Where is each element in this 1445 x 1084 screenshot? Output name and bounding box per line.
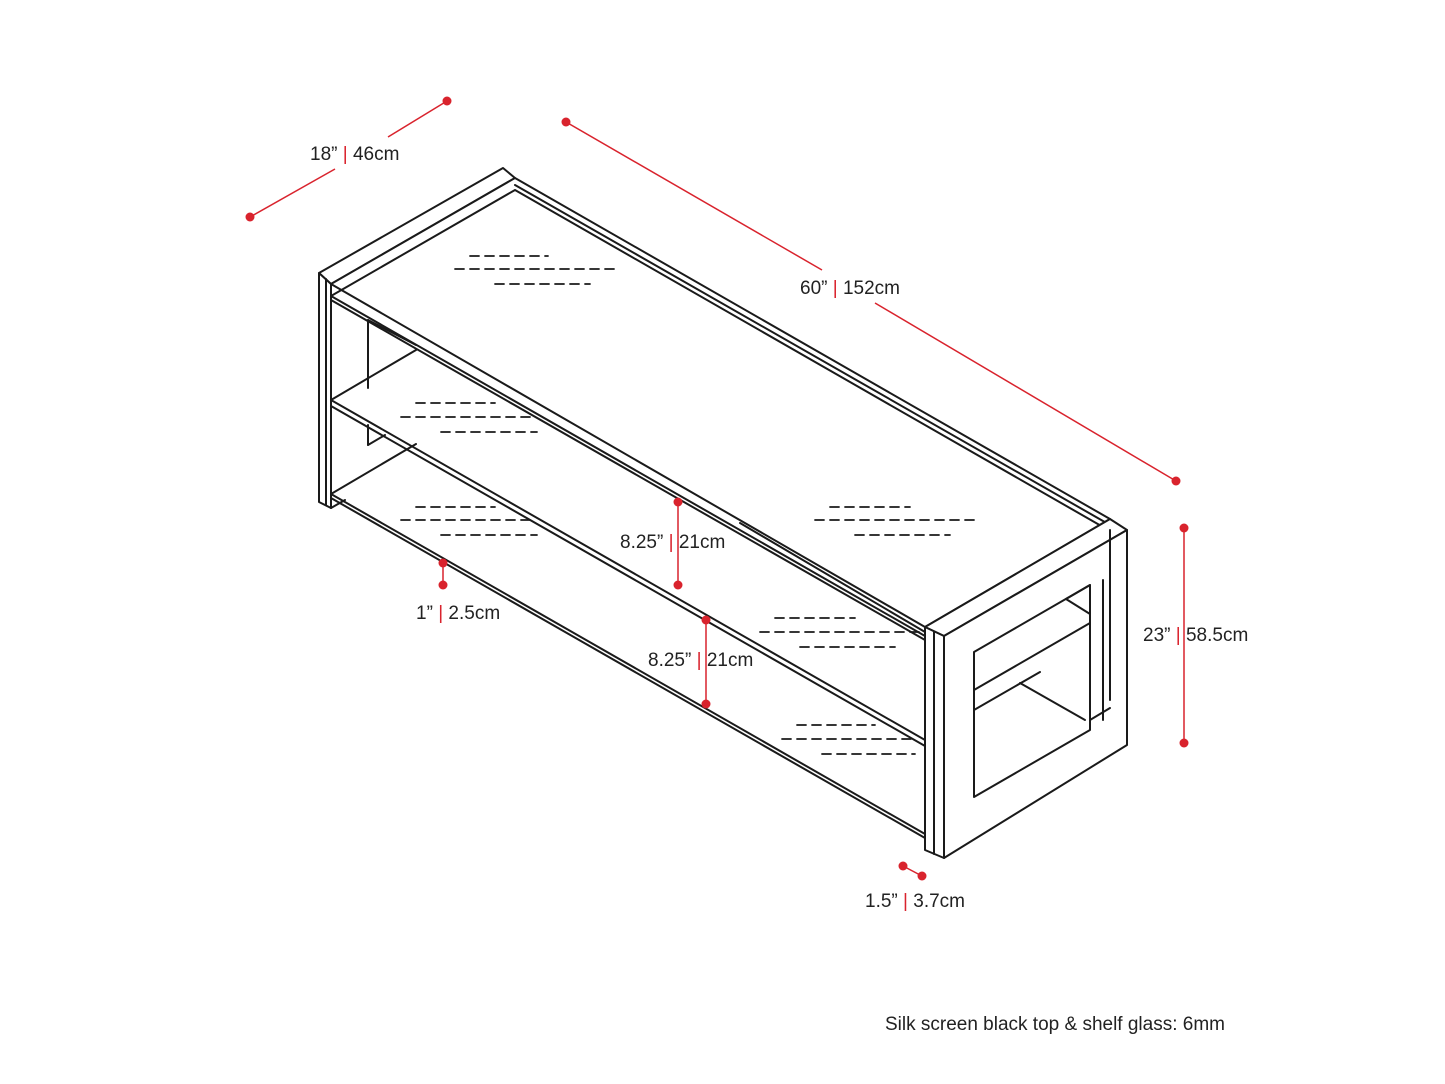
depth-label: 18” | 46cm: [310, 144, 399, 165]
top-glass: [330, 177, 1111, 641]
right-side-panel: [924, 518, 1128, 859]
height-separator: |: [1176, 625, 1181, 646]
height-label: 23” | 58.5cm: [1143, 625, 1248, 646]
width-label: 60” | 152cm: [800, 278, 900, 299]
clearance-label: 1” | 2.5cm: [416, 603, 500, 624]
clearance-separator: |: [438, 603, 443, 624]
clearance-imperial: 1”: [416, 603, 433, 624]
panel-imperial: 1.5”: [865, 891, 898, 912]
upper-shelf-gap-label: 8.25” | 21cm: [620, 532, 725, 553]
depth-separator: |: [343, 144, 348, 165]
panel-metric: 3.7cm: [913, 891, 965, 912]
height-imperial: 23”: [1143, 625, 1170, 646]
dimension-lines: [245, 96, 1189, 881]
left-side-panel: [318, 167, 516, 509]
width-metric: 152cm: [843, 278, 900, 299]
silk-screen-pattern: [400, 255, 976, 755]
depth-imperial: 18”: [310, 144, 337, 165]
bottom-shelf: [330, 443, 926, 839]
lower-gap-imperial: 8.25”: [648, 650, 691, 671]
height-metric: 58.5cm: [1186, 625, 1248, 646]
lower-shelf-gap-label: 8.25” | 21cm: [648, 650, 753, 671]
panel-thickness-label: 1.5” | 3.7cm: [865, 891, 965, 912]
upper-gap-metric: 21cm: [679, 532, 725, 553]
dimension-labels: 18” | 46cm 60” | 152cm 23” | 58.5cm 8.25…: [310, 144, 1248, 1035]
upper-gap-imperial: 8.25”: [620, 532, 663, 553]
middle-shelf: [330, 349, 926, 747]
lower-gap-metric: 21cm: [707, 650, 753, 671]
width-imperial: 60”: [800, 278, 827, 299]
lower-gap-separator: |: [697, 650, 702, 671]
panel-separator: |: [903, 891, 908, 912]
upper-gap-separator: |: [669, 532, 674, 553]
glass-note: Silk screen black top & shelf glass: 6mm: [885, 1014, 1225, 1035]
clearance-metric: 2.5cm: [448, 603, 500, 624]
tv-stand-drawing: [318, 167, 1128, 859]
width-separator: |: [833, 278, 838, 299]
depth-metric: 46cm: [353, 144, 399, 165]
